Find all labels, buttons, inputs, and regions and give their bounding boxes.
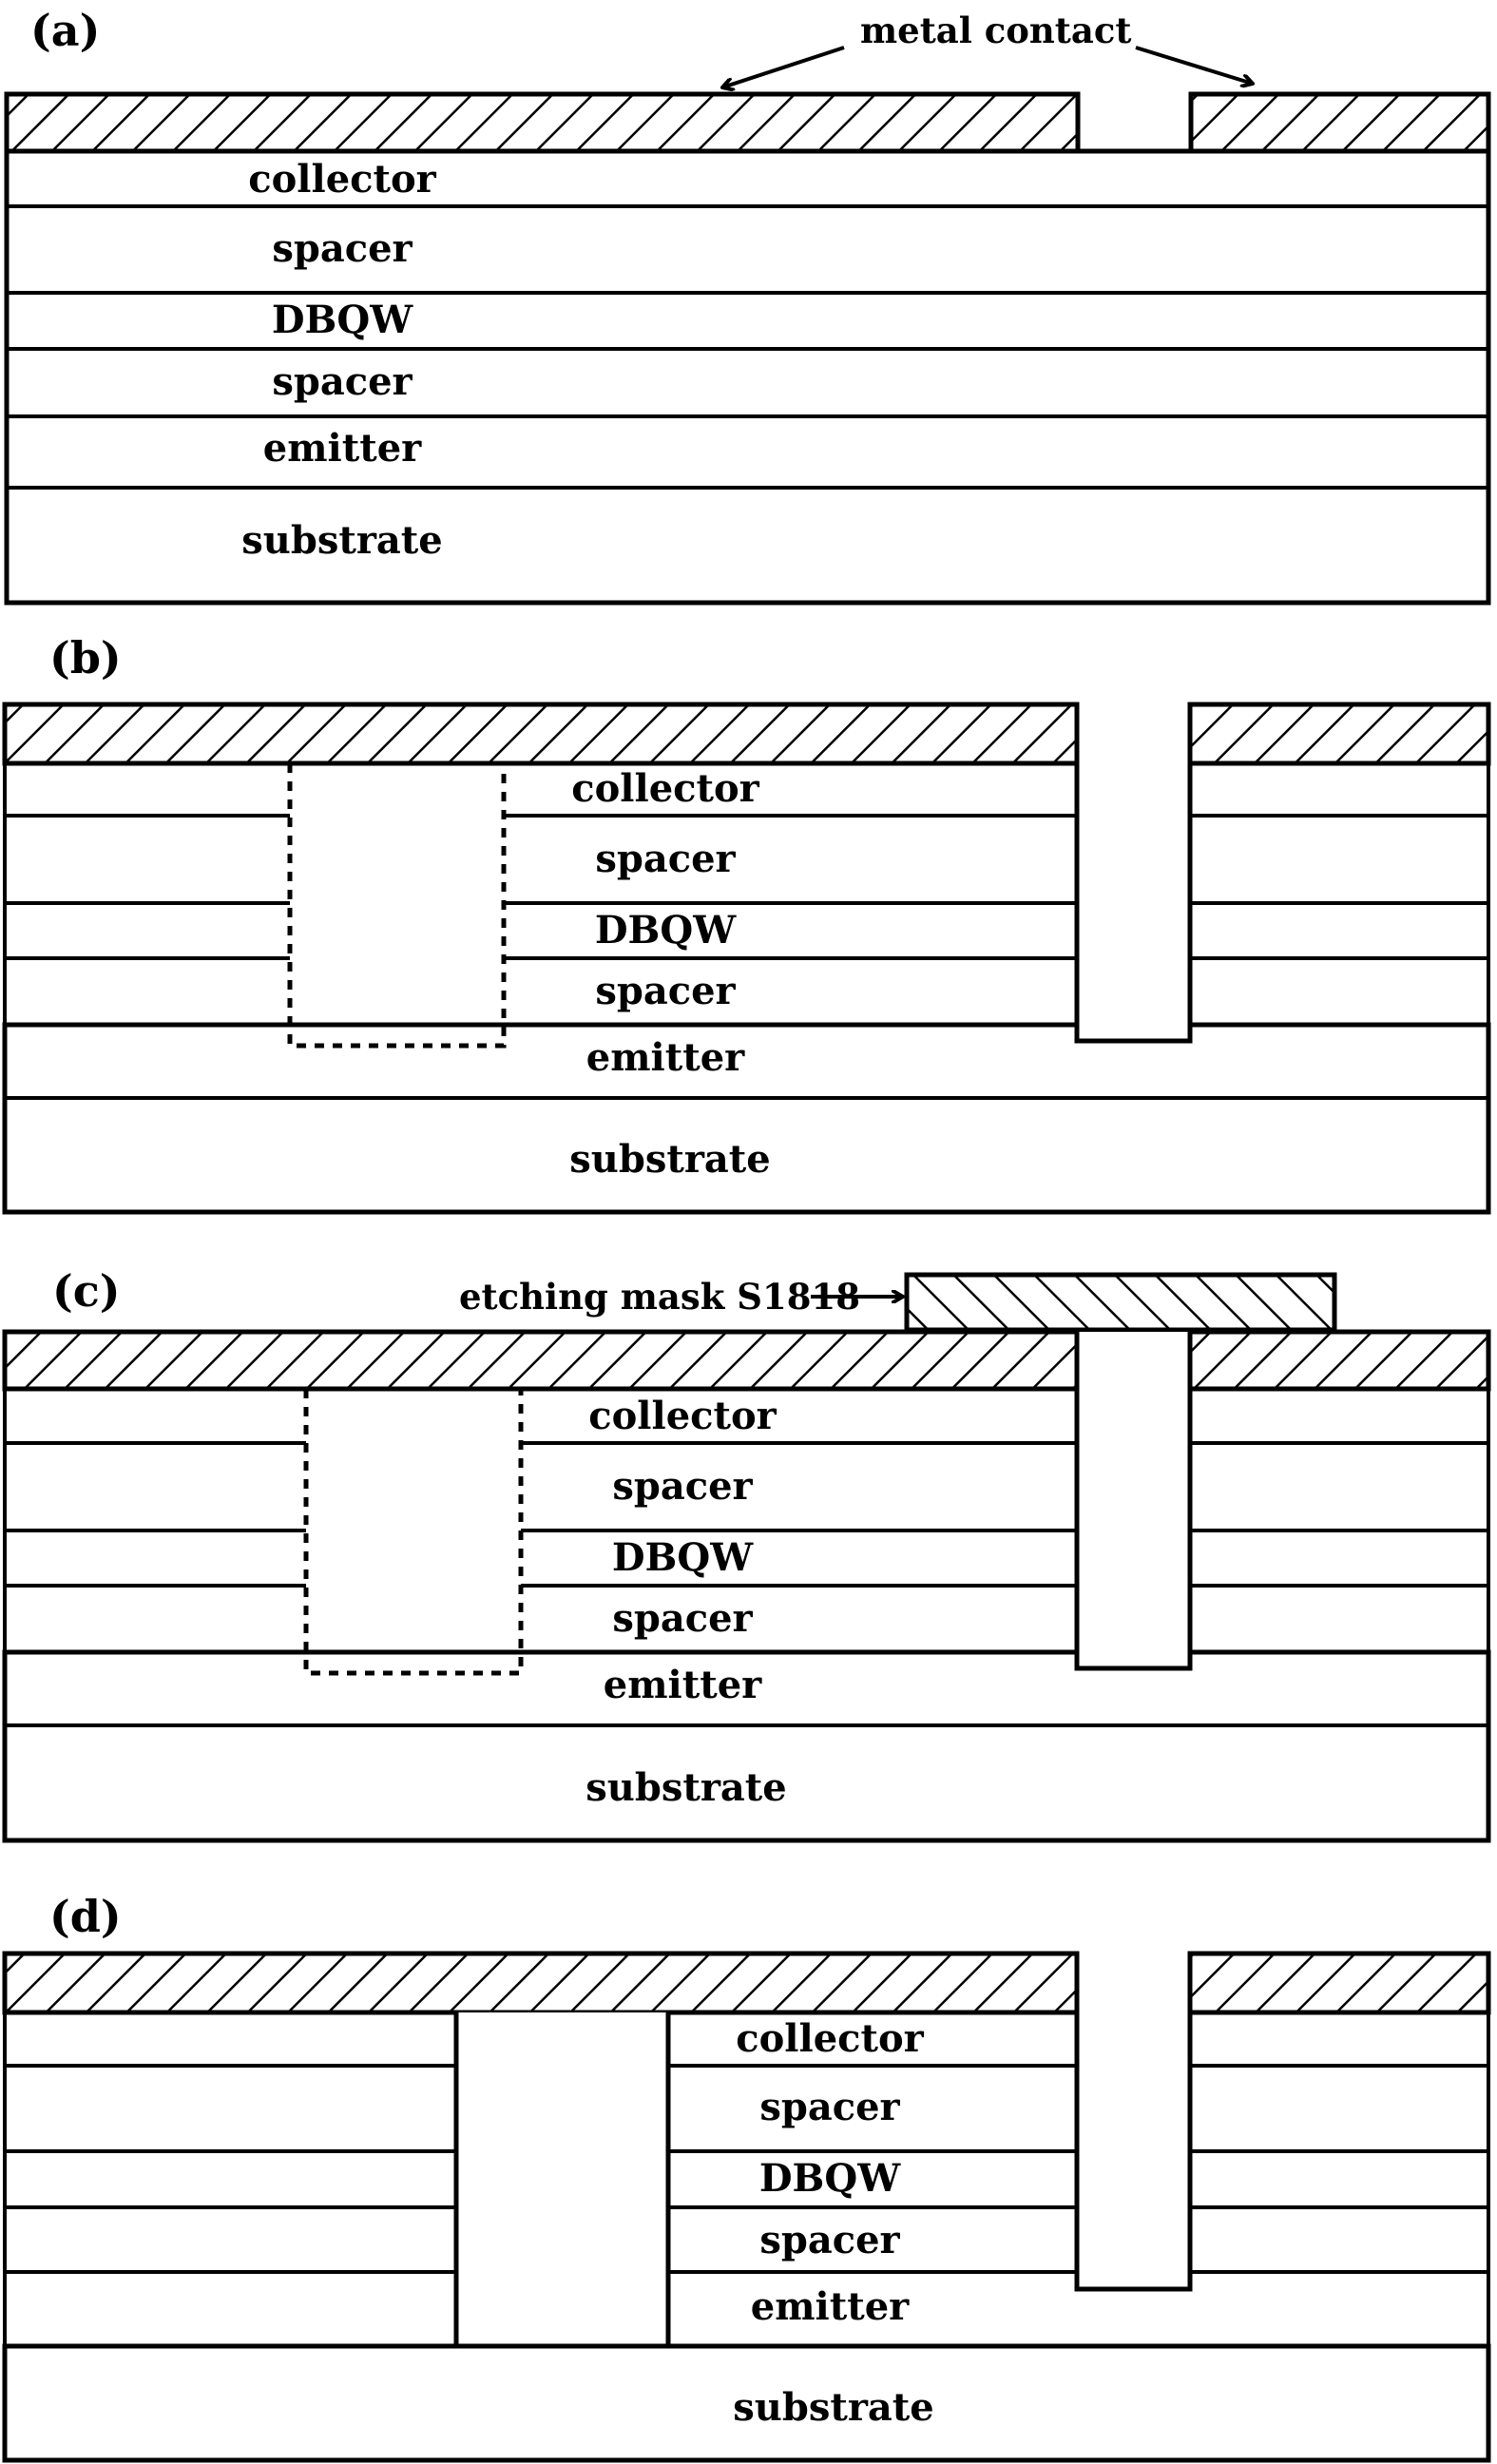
layer-label-dbqw: DBQW (759, 2156, 901, 2201)
contact-trench (1074, 1332, 1193, 1671)
layer-stack-a (4, 148, 1491, 606)
metal-contact-left (4, 91, 1081, 154)
layer-label-dbqw: DBQW (595, 908, 737, 953)
layer-label-spacer: spacer (612, 1464, 753, 1509)
layer-label-substrate: substrate (733, 2385, 933, 2430)
layer-label-spacer: spacer (612, 1596, 753, 1641)
pillar-outline-dashed (287, 763, 507, 1049)
pillar-outline-dashed (303, 1389, 524, 1676)
contact-trench (1074, 1954, 1193, 2292)
substrate-block (2, 1649, 1491, 1843)
layer-label-substrate: substrate (585, 1765, 786, 1810)
etching-mask-label: etching mask S1818 (459, 1276, 860, 1318)
metal-contact-right (1187, 1329, 1491, 1392)
metal-contact-right (1187, 1951, 1491, 2015)
layer-label-dbqw: DBQW (612, 1535, 754, 1580)
layer-label-spacer: spacer (272, 359, 413, 404)
layer-label-spacer: spacer (595, 837, 736, 881)
layer-label-emitter: emitter (604, 1663, 762, 1707)
substrate-block (2, 1022, 1491, 1215)
layer-label-spacer: spacer (759, 2218, 900, 2262)
etched-pillar-trench (453, 2012, 671, 2349)
substrate-block (2, 2343, 1491, 2463)
metal-contact-right (1188, 91, 1491, 154)
metal-contact-label: metal contact (860, 10, 1132, 51)
panel-a-label: (a) (30, 5, 100, 56)
layer-label-dbqw: DBQW (272, 298, 413, 342)
layer-label-collector: collector (571, 766, 759, 811)
panel-a: (a) metal contact collector spacer DBQW … (4, 5, 1491, 606)
metal-contact-right (1187, 702, 1491, 766)
panel-b: (b) collector spacer DB (2, 632, 1491, 1215)
metal-contact-arrow-right (1135, 46, 1253, 84)
layer-label-collector: collector (736, 2016, 924, 2061)
panel-d: (d) collector spacer DBQW spacer em (2, 1891, 1491, 2463)
metal-contact-arrow-left (722, 46, 845, 87)
layer-lines-b (5, 814, 1488, 1027)
layer-label-emitter: emitter (263, 426, 422, 471)
layer-label-substrate: substrate (241, 518, 442, 563)
layer-label-emitter: emitter (751, 2284, 910, 2329)
panel-c-label: (c) (52, 1265, 121, 1317)
layer-label-spacer: spacer (272, 226, 413, 271)
layer-lines-c (5, 1441, 1488, 1654)
layer-label-emitter: emitter (586, 1035, 745, 1080)
metal-contact-left (2, 1951, 1080, 2015)
contact-trench (1074, 704, 1193, 1044)
etching-mask (904, 1272, 1337, 1333)
panel-b-label: (b) (49, 632, 122, 683)
layer-label-collector: collector (248, 157, 436, 202)
panel-d-label: (d) (49, 1891, 122, 1942)
layer-label-collector: collector (588, 1394, 777, 1438)
layer-label-spacer: spacer (595, 969, 736, 1013)
panel-c: (c) etching mask S1818 collector spac (2, 1265, 1491, 1843)
metal-contact-left (2, 1329, 1080, 1392)
layer-lines-d (5, 2064, 1488, 2274)
layer-label-substrate: substrate (569, 1137, 770, 1182)
layer-label-spacer: spacer (759, 2085, 900, 2129)
metal-contact-left (2, 702, 1080, 766)
